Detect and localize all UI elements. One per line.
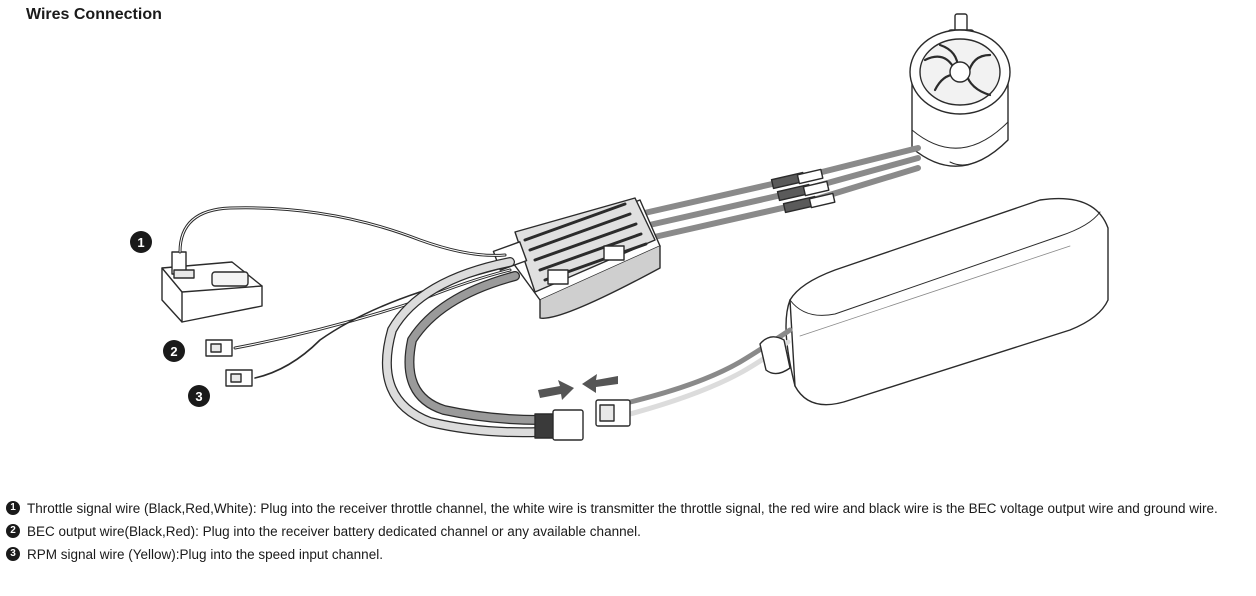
note-throttle: 1 Throttle signal wire (Black,Red,White)… <box>6 497 1252 520</box>
esc-unit <box>492 197 661 319</box>
page-title: Wires Connection <box>26 6 162 23</box>
callout-1: 1 <box>130 231 152 253</box>
callout-2: 2 <box>163 340 185 362</box>
callout-2-label: 2 <box>170 344 177 359</box>
callout-3-label: 3 <box>195 389 202 404</box>
battery <box>785 197 1109 406</box>
callout-3: 3 <box>188 385 210 407</box>
note-number: 3 <box>6 547 20 561</box>
note-number: 1 <box>6 501 20 515</box>
rpm-connector <box>225 369 253 387</box>
note-text: BEC output wire(Black,Red): Plug into th… <box>27 524 641 539</box>
note-text: Throttle signal wire (Black,Red,White): … <box>27 501 1218 516</box>
receiver <box>161 251 263 323</box>
note-rpm: 3 RPM signal wire (Yellow):Plug into the… <box>6 543 1252 566</box>
esc-connector <box>534 409 584 441</box>
wire-notes: 1 Throttle signal wire (Black,Red,White)… <box>6 497 1252 566</box>
callout-1-label: 1 <box>137 235 144 250</box>
note-bec: 2 BEC output wire(Black,Red): Plug into … <box>6 520 1252 543</box>
arrows <box>538 374 618 400</box>
note-text: RPM signal wire (Yellow):Plug into the s… <box>27 547 383 562</box>
motor <box>909 13 1011 167</box>
note-number: 2 <box>6 524 20 538</box>
bec-connector <box>205 339 233 357</box>
motor-phase-wires <box>637 145 921 241</box>
wiring-diagram: 1 2 3 <box>130 13 1109 441</box>
battery-lead <box>595 327 793 427</box>
esc-battery-wires <box>381 257 545 438</box>
